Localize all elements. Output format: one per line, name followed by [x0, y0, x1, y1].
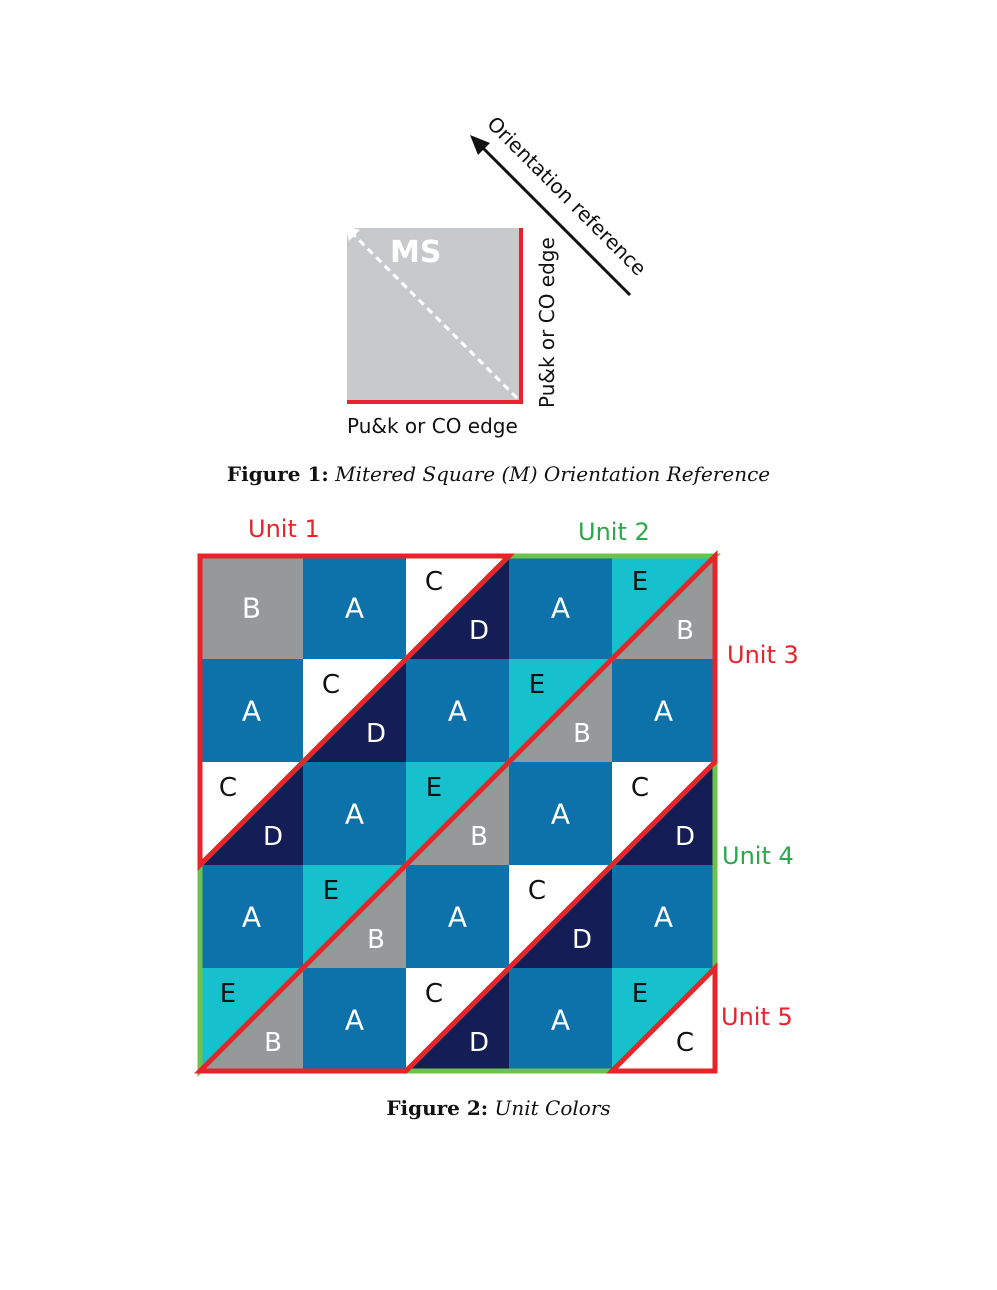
piece-label: C [676, 1028, 694, 1058]
unit-3-label: Unit 3 [727, 641, 799, 669]
piece-label: C [425, 979, 443, 1009]
piece-label: D [572, 925, 592, 955]
piece-label: A [345, 798, 364, 831]
piece-label: A [345, 592, 364, 625]
unit-3-outline [193, 549, 718, 1074]
piece-label: B [367, 925, 385, 955]
unit-5-outline [605, 961, 718, 1074]
piece-label: C [631, 773, 649, 803]
piece-label: B [242, 592, 261, 625]
piece-A [406, 865, 509, 968]
diagonal-dashed-line [350, 231, 519, 400]
piece-label: E [220, 979, 236, 1009]
right-edge-label: Pu&k or CO edge [535, 237, 559, 408]
piece-label: A [242, 695, 261, 728]
piece-A [303, 556, 406, 659]
unit-1-label: Unit 1 [248, 515, 320, 543]
piece-label: E [529, 670, 545, 700]
piece-label: B [676, 616, 694, 646]
piece-label: C [322, 670, 340, 700]
piece-label: B [264, 1028, 282, 1058]
unit-4-label: Unit 4 [722, 842, 794, 870]
piece-label: D [675, 822, 695, 852]
piece-A [406, 659, 509, 762]
piece-label: B [470, 822, 488, 852]
piece-label: D [263, 822, 283, 852]
piece-label: C [425, 567, 443, 597]
figure2-caption-prefix: Figure 2: [386, 1096, 489, 1120]
piece-label: C [219, 773, 237, 803]
piece-A [509, 762, 612, 865]
figure2-caption-text: Unit Colors [494, 1096, 611, 1120]
piece-label: E [632, 979, 648, 1009]
unit-5-label: Unit 5 [721, 1003, 793, 1031]
square-label: MS [390, 235, 441, 270]
piece-label: A [654, 695, 673, 728]
orientation-arrow-line [478, 143, 632, 297]
piece-A [509, 968, 612, 1071]
piece-label: C [528, 876, 546, 906]
piece-A [303, 762, 406, 865]
figure2-caption: Figure 2: Unit Colors [0, 1096, 997, 1120]
piece-label: E [632, 567, 648, 597]
diagonal-arrowhead-icon [345, 226, 360, 241]
piece-A [509, 556, 612, 659]
piece-label: E [323, 876, 339, 906]
piece-A [200, 659, 303, 762]
piece-A [612, 865, 715, 968]
figure1-caption-prefix: Figure 1: [226, 462, 329, 486]
mitered-square [347, 228, 521, 402]
piece-label: A [448, 695, 467, 728]
piece-A [303, 968, 406, 1071]
piece-label: B [573, 719, 591, 749]
figure1-caption-text: Mitered Square (M) Orientation Reference [335, 462, 771, 486]
figure1: MS Pu&k or CO edge Pu&k or CO edge Orien… [345, 112, 651, 438]
piece-label: D [469, 1028, 489, 1058]
piece-label: D [366, 719, 386, 749]
piece-label: A [551, 592, 570, 625]
piece-B [200, 556, 303, 659]
piece-label: A [654, 901, 673, 934]
piece-label: A [345, 1004, 364, 1037]
unit-2-label: Unit 2 [578, 518, 650, 546]
piece-label: A [242, 901, 261, 934]
unit-1-outline [197, 553, 516, 872]
piece-A [612, 659, 715, 762]
piece-label: D [469, 616, 489, 646]
piece-label: A [551, 798, 570, 831]
figure1-caption: Figure 1: Mitered Square (M) Orientation… [0, 462, 997, 486]
unit-outlines [193, 549, 722, 1078]
piece-label: A [551, 1004, 570, 1037]
piece-label: A [448, 901, 467, 934]
orientation-arrowhead-icon [470, 135, 490, 155]
piece-label: E [426, 773, 442, 803]
bottom-edge-label: Pu&k or CO edge [347, 414, 518, 438]
piece-A [200, 865, 303, 968]
